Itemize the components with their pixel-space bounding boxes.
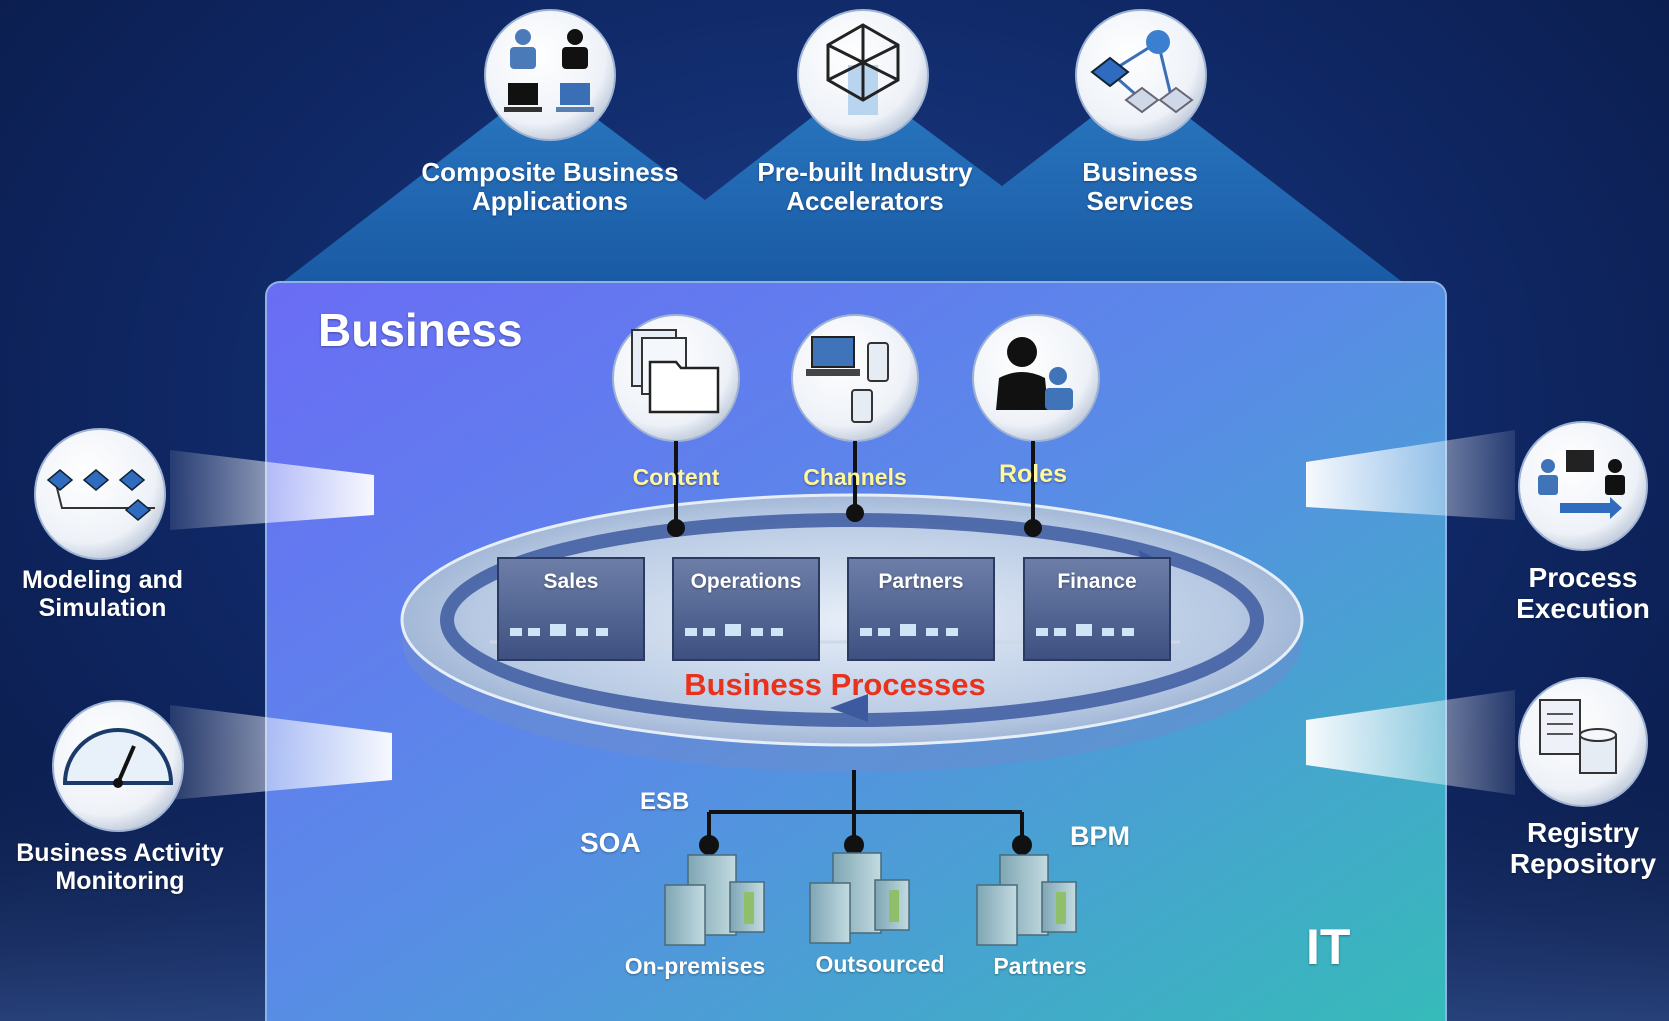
site-label-outsourced: Outsourced xyxy=(815,951,945,977)
process-box-sales: Sales xyxy=(543,570,599,593)
process-box-operations: Operations xyxy=(690,570,802,593)
beam-right-top xyxy=(1306,430,1515,520)
user-roles-icon xyxy=(996,337,1073,410)
buildings xyxy=(664,852,1077,946)
folder-documents-icon xyxy=(631,329,720,414)
document-database-icon xyxy=(1539,699,1617,774)
bpm-label: BPM xyxy=(1070,821,1130,851)
site-label-on-premises: On-premises xyxy=(624,953,766,979)
context-label-channels: Channels xyxy=(803,464,907,490)
process-box-partners: Partners xyxy=(878,570,964,593)
beam-right-bottom xyxy=(1306,690,1515,795)
it-label: IT xyxy=(1306,919,1351,975)
flowchart-icon xyxy=(46,469,155,521)
context-label-content: Content xyxy=(632,464,720,490)
process-box-finance: Finance xyxy=(1057,570,1137,593)
beam-left-top xyxy=(170,450,374,530)
devices-icon xyxy=(806,336,889,423)
process-boxes xyxy=(490,557,1180,661)
business-title: Business xyxy=(318,304,523,356)
esb-connectors xyxy=(699,770,1032,855)
soa-label: SOA xyxy=(580,827,641,858)
beam-left-bottom xyxy=(170,705,392,800)
gauge-icon xyxy=(62,728,174,788)
process-exchange-icon xyxy=(1538,450,1625,519)
context-label-roles: Roles xyxy=(998,460,1068,488)
service-network-icon xyxy=(1090,30,1194,114)
cube-icon xyxy=(826,23,900,115)
context-connectors xyxy=(667,441,1042,537)
site-label-partners: Partners xyxy=(993,953,1087,979)
esb-label: ESB xyxy=(640,788,690,815)
people-computers-icon xyxy=(504,29,594,112)
business-processes-label: Business Processes xyxy=(684,667,986,702)
